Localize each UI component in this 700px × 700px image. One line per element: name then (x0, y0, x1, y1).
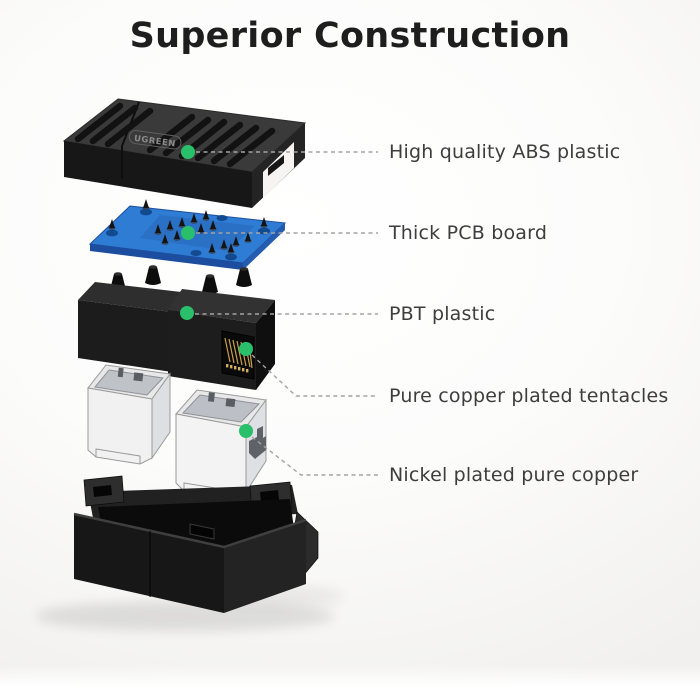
callout-line-nickel (251, 436, 378, 476)
callout-dot-pbt (180, 306, 194, 320)
callout-dot-nickel (239, 424, 253, 438)
callout-label-abs: High quality ABS plastic (389, 141, 621, 163)
callout-dots (180, 145, 253, 438)
abs-top-cover: UGREEN (62, 98, 307, 208)
nickel-shields (87, 364, 267, 500)
callout-line-copper (251, 354, 378, 397)
callout-label-pcb: Thick PCB board (389, 222, 548, 244)
callout-dot-abs (181, 145, 195, 159)
callout-lines (195, 151, 378, 476)
vent-slots (74, 102, 276, 168)
callout-dot-copper (239, 342, 253, 356)
pcb-holes (106, 208, 270, 261)
callout-label-nickel: Nickel plated pure copper (389, 464, 639, 486)
copper-contact-tips (226, 364, 249, 373)
callout-dot-pcb (181, 226, 195, 240)
callout-label-copper: Pure copper plated tentacles (389, 385, 669, 407)
page-title: Superior Construction (129, 16, 571, 56)
callout-label-pbt: PBT plastic (389, 303, 496, 325)
bottom-housing (73, 475, 319, 613)
